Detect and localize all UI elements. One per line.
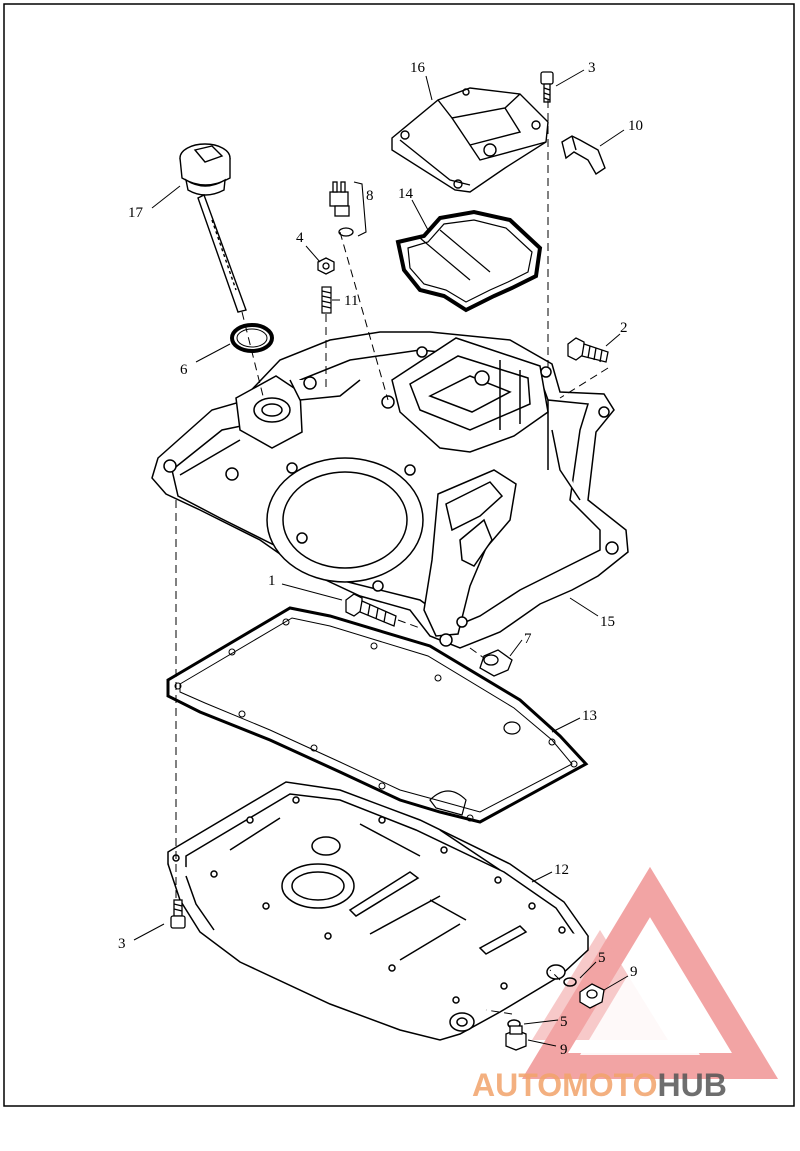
screw-part-top: [540, 71, 554, 103]
leader-lines: [133, 69, 629, 1047]
drain-plug-part-b: [505, 1025, 527, 1051]
washer-part-a: [563, 977, 577, 987]
watermark-auto: AUTO: [472, 1067, 562, 1103]
pan-gasket-part: [166, 606, 589, 824]
callout-4: 4: [296, 230, 304, 246]
callout-6: 6: [180, 362, 188, 378]
callout-10: 10: [628, 118, 643, 134]
alignment-lines: [175, 100, 609, 1015]
callout-5-lower: 5: [560, 1014, 568, 1030]
drain-plug-part-a: [579, 983, 605, 1009]
callout-17: 17: [128, 205, 144, 221]
main-housing-part: [151, 331, 629, 649]
watermark-logo-triangle: [521, 866, 779, 1079]
svg-text:AUTOMOTOHUB: AUTOMOTOHUB: [472, 1067, 727, 1103]
callout-7: 7: [524, 631, 532, 647]
callout-9-lower: 9: [560, 1042, 568, 1058]
callout-2: 2: [620, 320, 628, 336]
cover-gasket-part: [395, 209, 543, 313]
watermark-moto: MOTO: [562, 1067, 657, 1103]
callout-11: 11: [344, 293, 358, 309]
callout-labels: 16 3 10 17 8 14 4 11 2 6 1 15 7 13 12 3 …: [118, 60, 643, 1058]
callout-3-bottom: 3: [118, 936, 126, 952]
dowel-part: [479, 649, 513, 677]
callout-1: 1: [268, 573, 276, 589]
bolt-part-2: [567, 337, 609, 363]
callout-3-top: 3: [588, 60, 596, 76]
bolt-part-1: [345, 593, 397, 627]
o-ring-part: [230, 323, 274, 353]
watermark-wordmark: AUTOMOTOHUB: [472, 1067, 727, 1103]
screw-part-bottom: [170, 899, 186, 929]
diagram-frame: [3, 3, 795, 1107]
oil-pressure-switch-part: [329, 181, 354, 237]
callout-15: 15: [600, 614, 615, 630]
bracket-8: [353, 181, 367, 237]
oil-pan-part: [167, 781, 590, 1041]
callout-16: 16: [410, 60, 426, 76]
callout-12: 12: [554, 862, 569, 878]
watermark-hub: HUB: [657, 1067, 726, 1103]
callout-13: 13: [582, 708, 597, 724]
callout-5-upper: 5: [598, 950, 606, 966]
hose-clip-part: [561, 135, 606, 175]
callout-8: 8: [366, 188, 374, 204]
callout-14: 14: [398, 186, 414, 202]
stud-part: [321, 286, 332, 314]
dipstick-part: [179, 143, 247, 313]
callout-9-upper: 9: [630, 964, 638, 980]
top-cover-part: [391, 87, 549, 193]
nut-part: [317, 257, 335, 275]
